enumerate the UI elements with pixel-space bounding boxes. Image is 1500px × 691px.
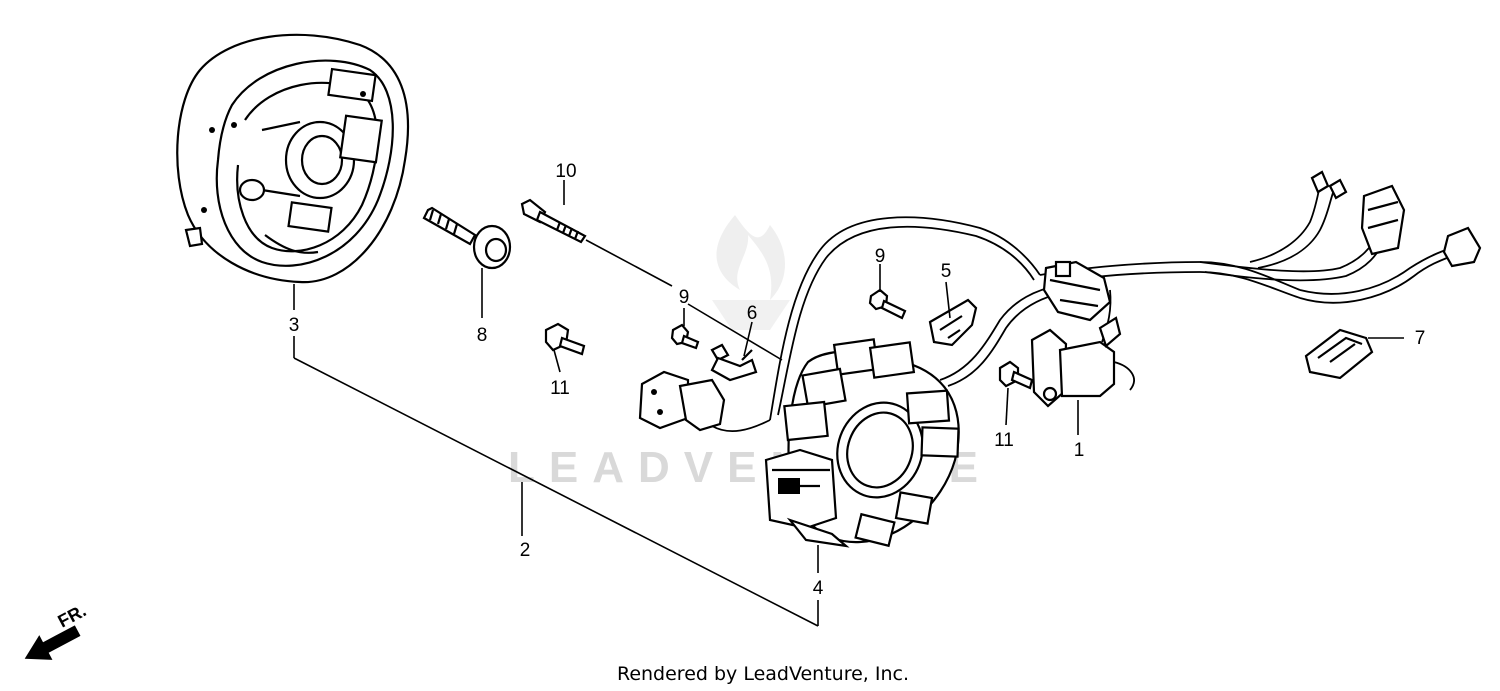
screw-9-right bbox=[868, 288, 907, 320]
callout-9-left: 9 bbox=[679, 287, 690, 308]
callout-3: 3 bbox=[289, 315, 300, 336]
front-direction-label: FR. bbox=[54, 600, 89, 631]
long-screw bbox=[520, 198, 587, 244]
callout-5: 5 bbox=[941, 261, 952, 282]
front-direction-arrow-icon bbox=[24, 625, 81, 660]
callout-1: 1 bbox=[1074, 440, 1085, 461]
leader-lines bbox=[293, 180, 1404, 627]
callout-10: 10 bbox=[555, 161, 576, 182]
pulser-generator bbox=[638, 370, 771, 433]
stator-assembly bbox=[764, 338, 960, 548]
wire-clamp-5 bbox=[928, 298, 978, 347]
small-screw-right bbox=[998, 360, 1034, 390]
callout-11-right: 11 bbox=[994, 430, 1014, 451]
callout-8: 8 bbox=[477, 325, 488, 346]
wire-clamp-6 bbox=[710, 343, 758, 382]
small-screw-left bbox=[544, 322, 586, 356]
wiring-harness bbox=[769, 170, 1482, 421]
pulse-coil-1 bbox=[1030, 328, 1135, 408]
render-credit: Rendered by LeadVenture, Inc. bbox=[617, 663, 909, 685]
callout-9-right: 9 bbox=[875, 246, 886, 267]
flywheel-bolt bbox=[422, 206, 512, 270]
callout-2: 2 bbox=[520, 540, 531, 561]
connector-cover-7 bbox=[1304, 328, 1374, 380]
callout-7: 7 bbox=[1415, 328, 1426, 349]
watermark-logo bbox=[712, 215, 790, 330]
callout-11-left: 11 bbox=[550, 378, 570, 399]
flywheel-rotor bbox=[176, 33, 410, 284]
callout-4: 4 bbox=[813, 578, 824, 599]
callout-6: 6 bbox=[747, 303, 758, 324]
screw-9-left bbox=[670, 323, 700, 350]
